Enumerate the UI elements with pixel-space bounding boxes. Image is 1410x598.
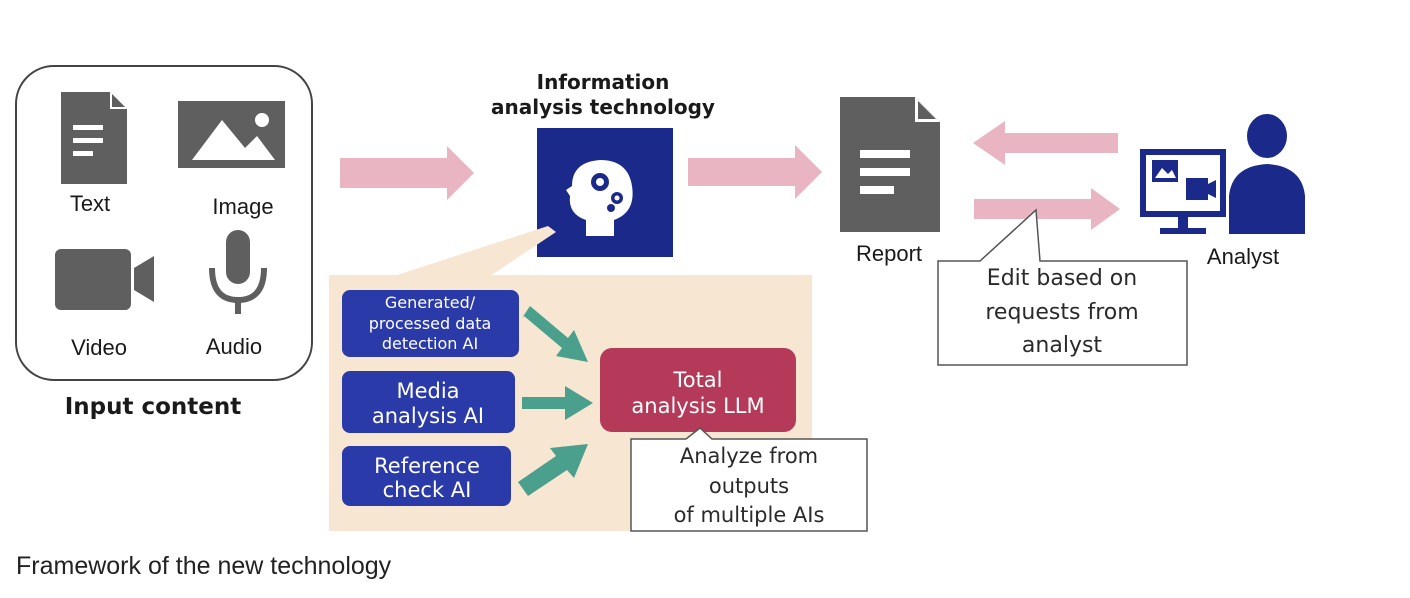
- report-document-icon: [840, 97, 940, 232]
- info-tech-block: Information analysis technology: [491, 70, 715, 257]
- video-camera-icon: [55, 249, 154, 310]
- llm-note-line1: Analyze from: [680, 444, 818, 468]
- input-image-label: Image: [212, 194, 273, 219]
- llm-note-callout: Analyze from outputs of multiple AIs: [630, 427, 868, 532]
- teal-arrows: [518, 306, 593, 496]
- edit-note-callout: Edit based on requests from analyst: [937, 208, 1188, 366]
- ai-modules-pointer: [394, 226, 556, 276]
- input-video-label: Video: [71, 335, 127, 360]
- edit-note-line2: requests from: [985, 300, 1138, 325]
- reference-ai-line1: Reference: [374, 454, 480, 478]
- llm-note-line2: outputs: [709, 474, 789, 498]
- monitor-icon: [1140, 149, 1226, 234]
- total-analysis-llm-module: Total analysis LLM: [600, 348, 796, 432]
- media-analysis-ai-module: Media analysis AI: [342, 371, 515, 433]
- arrow-input-to-tech: [340, 146, 474, 200]
- figure-caption: Framework of the new technology: [16, 552, 392, 580]
- edit-note-line1: Edit based on: [987, 266, 1137, 291]
- arrow-report-to-analyst: [974, 188, 1120, 230]
- microphone-icon: [209, 230, 267, 314]
- arrow-detection-to-llm: [522, 306, 588, 362]
- brain-gears-icon: [566, 160, 633, 236]
- info-tech-title-line1: Information: [537, 70, 670, 94]
- detection-ai-line2: processed data: [369, 314, 492, 333]
- edit-note-line3: analyst: [1022, 333, 1103, 358]
- report-label: Report: [856, 241, 922, 266]
- reference-check-ai-module: Reference check AI: [342, 446, 511, 506]
- input-content-title: Input content: [65, 394, 242, 420]
- llm-line2: analysis LLM: [631, 394, 764, 418]
- input-content-group: Text Image Video Audio Input content: [15, 65, 313, 420]
- media-ai-line2: analysis AI: [372, 404, 484, 428]
- arrow-analyst-to-report: [973, 121, 1118, 165]
- arrow-tech-to-report: [688, 145, 822, 199]
- llm-line1: Total: [672, 368, 722, 392]
- detection-ai-line3: detection AI: [382, 334, 478, 353]
- image-icon: [178, 101, 285, 168]
- media-ai-line1: Media: [396, 379, 459, 403]
- reference-ai-line2: check AI: [383, 478, 472, 502]
- document-icon: [61, 92, 127, 184]
- llm-note-line3: of multiple AIs: [674, 503, 825, 527]
- person-icon: [1229, 114, 1305, 234]
- info-tech-title-line2: analysis technology: [491, 95, 715, 119]
- detection-ai-line1: Generated/: [385, 293, 476, 312]
- input-audio-label: Audio: [206, 334, 262, 359]
- arrow-media-to-llm: [522, 386, 593, 420]
- analyst-label: Analyst: [1207, 244, 1279, 269]
- detection-ai-module: Generated/ processed data detection AI: [342, 290, 519, 357]
- arrow-reference-to-llm: [518, 444, 588, 496]
- input-text-label: Text: [70, 191, 110, 216]
